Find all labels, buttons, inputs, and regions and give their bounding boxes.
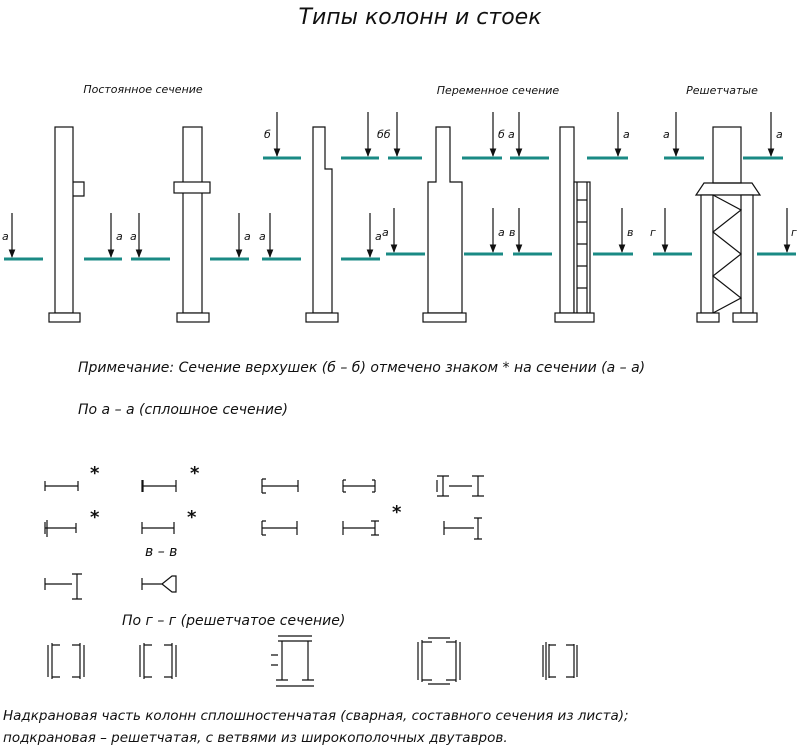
cut-label-a: а [244, 230, 251, 243]
column-3 [305, 126, 339, 323]
section-vv-label: в – в [145, 544, 177, 560]
star-mark: * [90, 507, 100, 528]
cut-label-a: а [508, 128, 515, 141]
cut-label-a: а [2, 230, 9, 243]
cut-label-a: а [116, 230, 123, 243]
cut-label-bb: бб [377, 128, 391, 141]
star-mark: * [190, 463, 200, 484]
section-aa-heading: По а – а (сплошное сечение) [78, 402, 288, 418]
cut-label-a: а [130, 230, 137, 243]
group-label-constant: Постоянное сечение [83, 83, 203, 96]
cut-label-b: б [498, 128, 505, 141]
cut-label-a: а [382, 226, 389, 239]
cut-label-a: а [776, 128, 783, 141]
sections-aa: * * * * * в – в [44, 463, 484, 600]
page-title: Типы колонн и стоек [299, 5, 543, 30]
group-label-variable: Переменное сечение [437, 84, 560, 97]
column-2 [173, 126, 211, 323]
column-5 [554, 126, 595, 323]
column-1 [48, 126, 85, 323]
sections-gg [47, 635, 578, 687]
footer-line-2: подкрановая – решетчатая, с ветвями из ш… [3, 730, 508, 746]
cut-label-a: а [663, 128, 670, 141]
footer-line-1: Надкрановая часть колонн сплошностенчата… [3, 708, 629, 724]
cut-letters: б бб б а а а а а а а а а а а а в в г г [2, 128, 797, 243]
star-mark: * [187, 507, 197, 528]
cut-label-g: г [791, 226, 797, 239]
cut-marks [4, 112, 796, 261]
cut-label-v: в [509, 226, 515, 239]
star-mark: * [90, 463, 100, 484]
cut-label-a: а [375, 230, 382, 243]
group-label-lattice: Решетчатые [686, 84, 758, 97]
cut-label-v: в [627, 226, 633, 239]
cut-label-a: а [498, 226, 505, 239]
cut-label-a: а [259, 230, 266, 243]
cut-label-g: г [650, 226, 656, 239]
star-mark: * [392, 502, 402, 523]
note-text: Примечание: Сечение верхушек (б – б) отм… [78, 360, 645, 376]
column-4 [422, 126, 467, 323]
cut-label-a: а [623, 128, 630, 141]
column-6-lattice [694, 126, 762, 323]
cut-label-b: б [264, 128, 271, 141]
section-gg-heading: По г – г (решетчатое сечение) [122, 613, 345, 629]
